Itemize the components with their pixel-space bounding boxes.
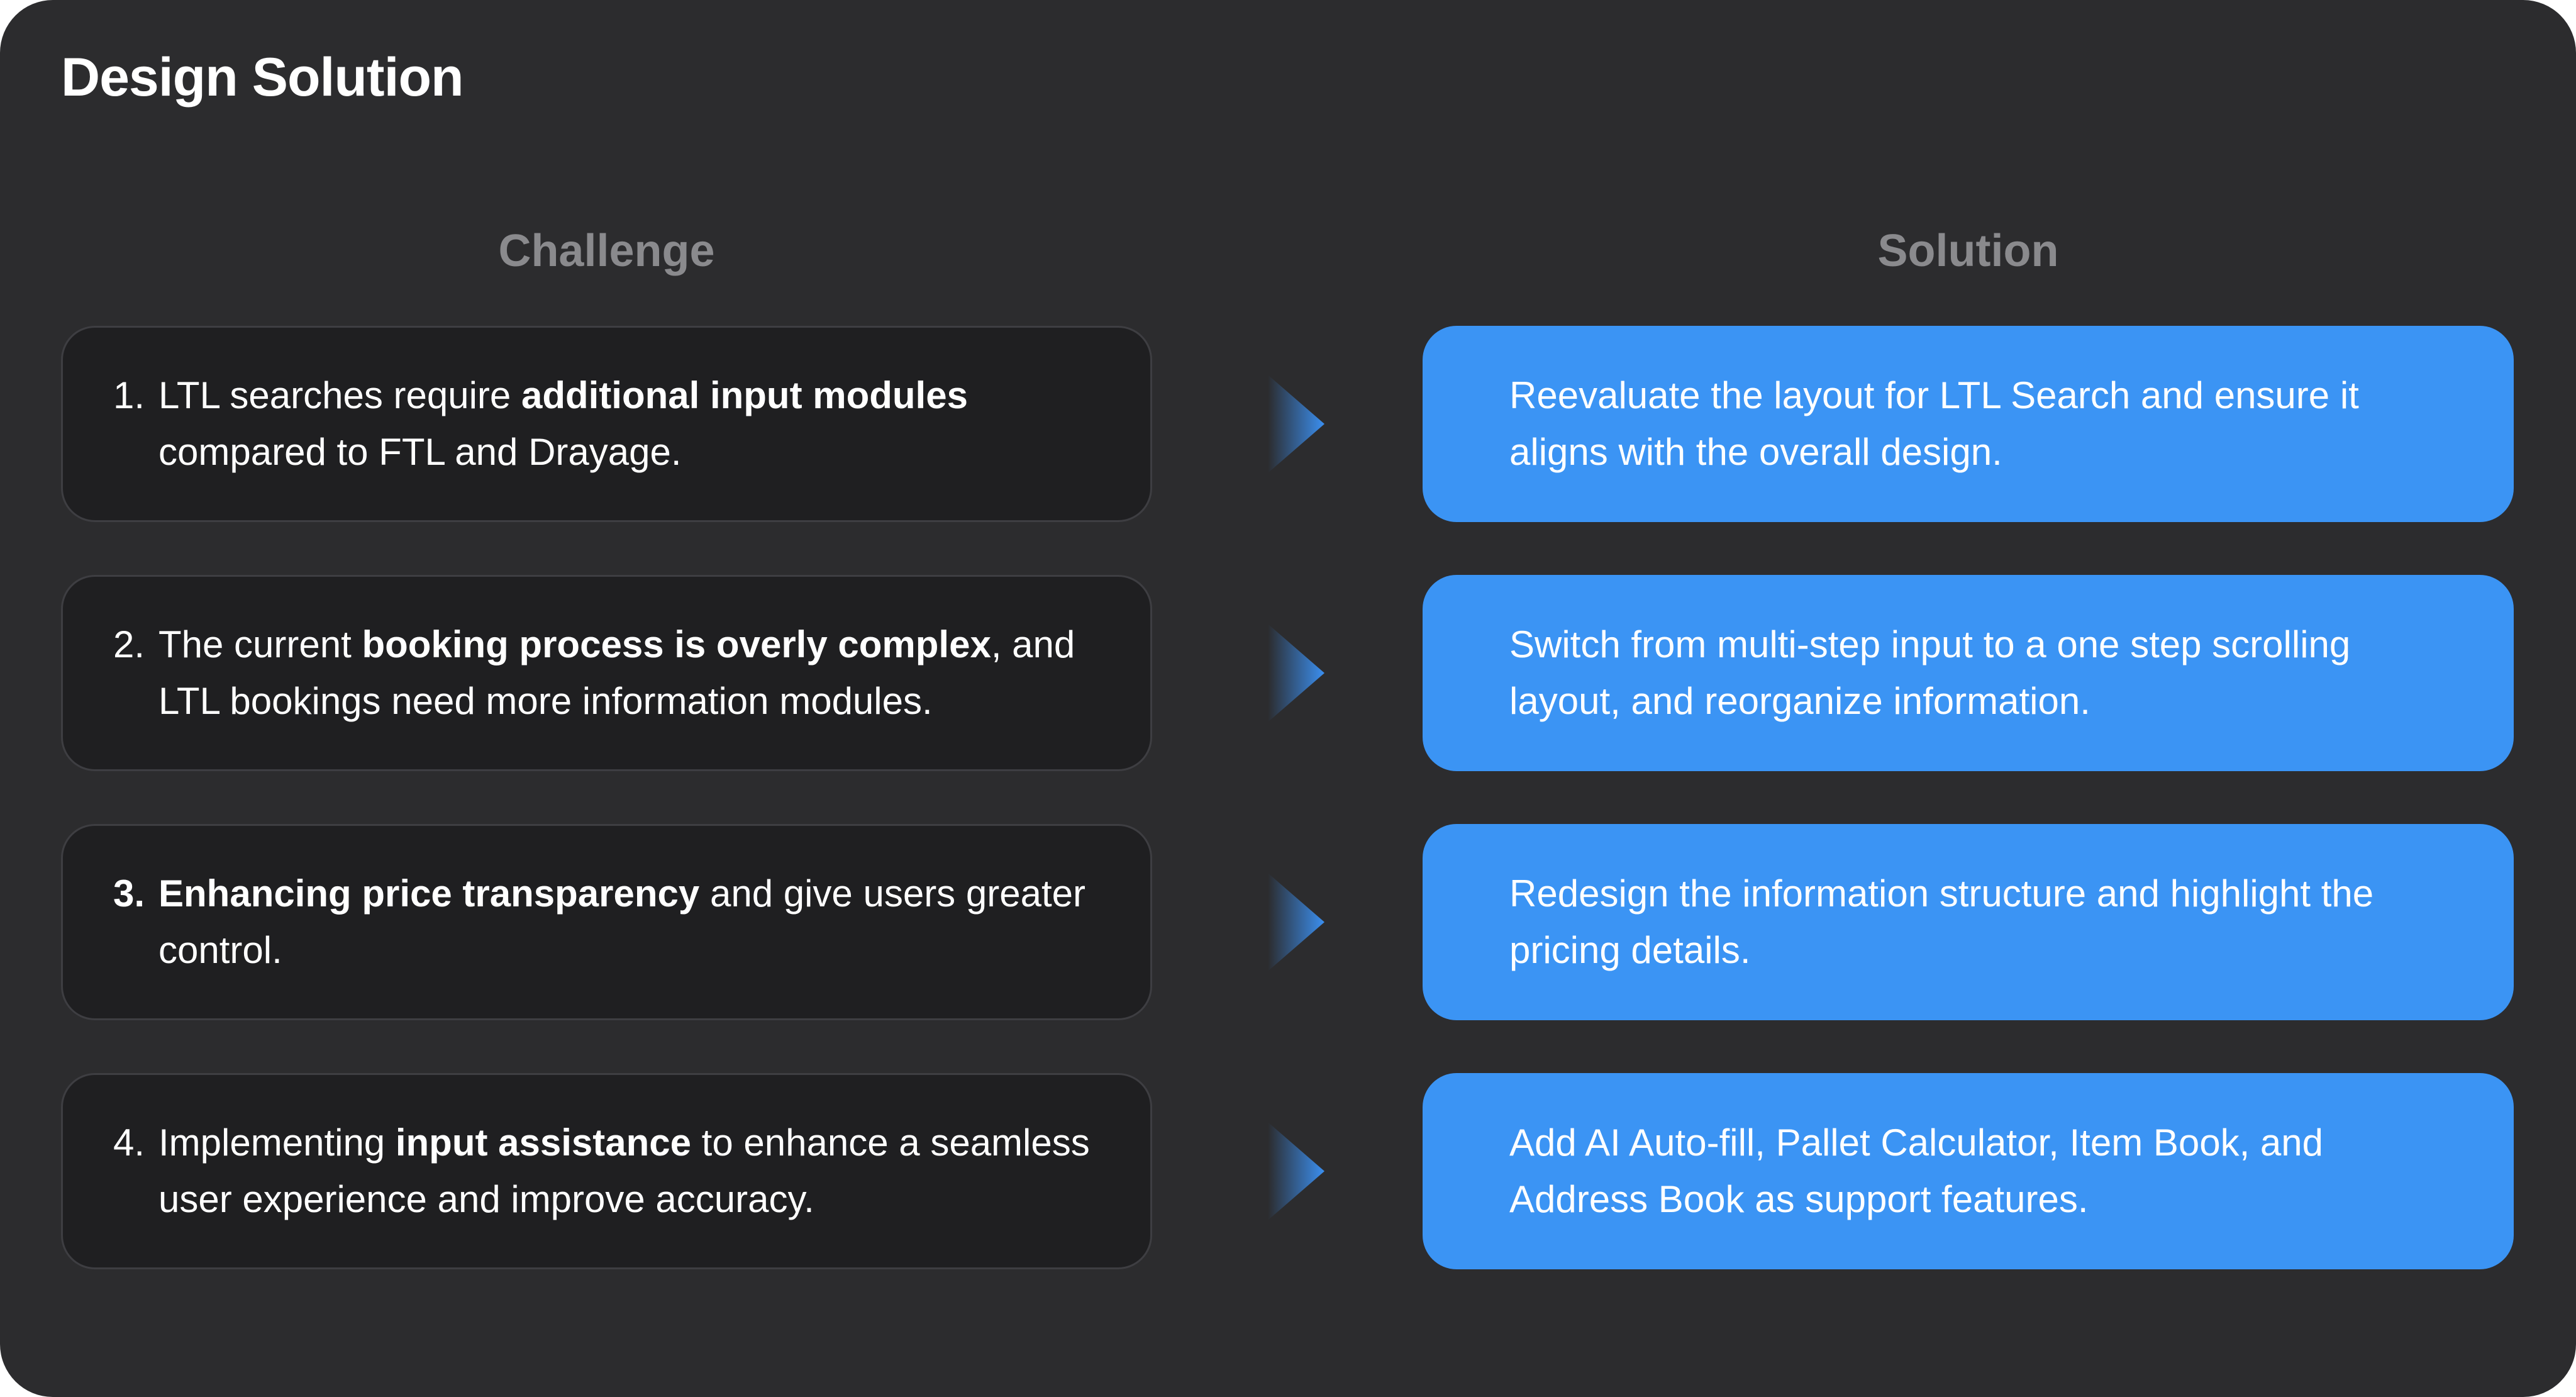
chevron-right-icon	[1268, 375, 1324, 473]
challenge-text-bold-4: input assistance	[395, 1121, 692, 1164]
chevron-right-icon-graphic	[1268, 873, 1324, 971]
challenge-text-bold-1: additional input modules	[521, 374, 968, 416]
challenge-text-1: 1. LTL searches require additional input…	[113, 367, 1100, 481]
challenge-card-4: 4. Implementing input assistance to enha…	[61, 1073, 1152, 1269]
challenge-text-4: 4. Implementing input assistance to enha…	[113, 1115, 1100, 1228]
chevron-right-icon	[1268, 1122, 1324, 1220]
challenge-number-3: 3.	[113, 872, 145, 915]
solution-text-1: Reevaluate the layout for LTL Search and…	[1509, 374, 2359, 473]
solution-column-heading: Solution	[1877, 226, 2059, 276]
challenge-text-post-4: to enhance a seamless user experience an…	[158, 1121, 1090, 1220]
challenge-text-pre-1: LTL searches require	[158, 374, 521, 416]
solution-card-2: Switch from multi-step input to a one st…	[1423, 575, 2514, 771]
solution-card-1: Reevaluate the layout for LTL Search and…	[1423, 326, 2514, 522]
challenge-column-heading: Challenge	[498, 226, 715, 276]
page-title: Design Solution	[61, 47, 464, 108]
challenge-text-bold-3: Enhancing price transparency	[158, 872, 700, 915]
solution-text-4: Add AI Auto-fill, Pallet Calculator, Ite…	[1509, 1121, 2324, 1220]
challenge-body-3: Enhancing price transparency and give us…	[158, 865, 1100, 979]
chevron-right-icon	[1268, 873, 1324, 971]
challenge-text-post-2: , and LTL bookings need more information…	[158, 623, 1075, 722]
challenge-text-post-3: and give users greater control.	[158, 872, 1085, 971]
challenge-number-1: 1.	[113, 374, 145, 416]
challenge-body-2: The current booking process is overly co…	[158, 616, 1100, 730]
chevron-right-icon-graphic	[1268, 1122, 1324, 1220]
solution-text-2: Switch from multi-step input to a one st…	[1509, 623, 2351, 722]
challenge-text-bold-2: booking process is overly complex	[362, 623, 991, 665]
challenge-text-2: 2. The current booking process is overly…	[113, 616, 1100, 730]
chevron-right-icon-graphic	[1268, 375, 1324, 473]
solution-text-3: Redesign the information structure and h…	[1509, 872, 2374, 971]
challenge-text-post-1: compared to FTL and Drayage.	[158, 431, 682, 473]
challenge-card-2: 2. The current booking process is overly…	[61, 575, 1152, 771]
challenge-body-1: LTL searches require additional input mo…	[158, 367, 1100, 481]
challenge-text-pre-2: The current	[158, 623, 362, 665]
challenge-number-2: 2.	[113, 623, 145, 665]
challenge-card-1: 1. LTL searches require additional input…	[61, 326, 1152, 522]
challenge-text-pre-4: Implementing	[158, 1121, 396, 1164]
solution-card-3: Redesign the information structure and h…	[1423, 824, 2514, 1020]
solution-card-4: Add AI Auto-fill, Pallet Calculator, Ite…	[1423, 1073, 2514, 1269]
challenge-body-4: Implementing input assistance to enhance…	[158, 1115, 1100, 1228]
challenge-text-3: 3. Enhancing price transparency and give…	[113, 865, 1100, 979]
challenge-card-3: 3. Enhancing price transparency and give…	[61, 824, 1152, 1020]
chevron-right-icon	[1268, 624, 1324, 722]
chevron-right-icon-graphic	[1268, 624, 1324, 722]
challenge-number-4: 4.	[113, 1121, 145, 1164]
